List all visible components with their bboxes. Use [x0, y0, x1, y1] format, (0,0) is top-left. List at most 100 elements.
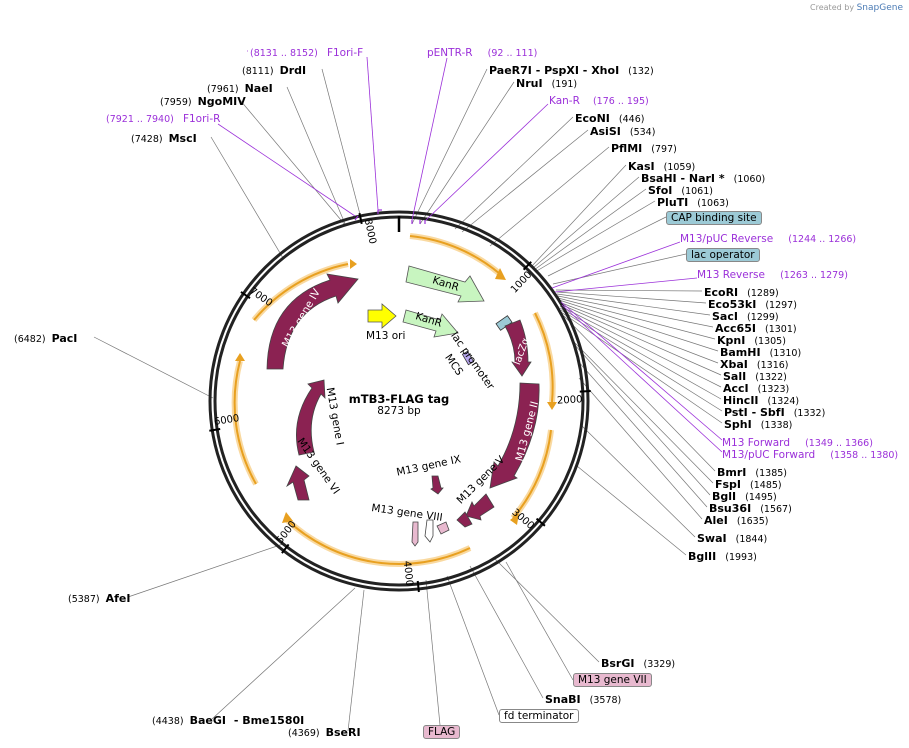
site-leader-line	[559, 307, 722, 400]
plasmid-name: mTB3-FLAG tag	[348, 392, 450, 406]
feature-fd-terminator[interactable]: fd terminator	[499, 709, 579, 723]
site-leader-line	[557, 295, 714, 328]
tick-label: 2000	[556, 394, 583, 407]
primer-pentr-r[interactable]: pENTR-R (92 .. 111)	[427, 47, 538, 59]
primer-m13-puc-forward[interactable]: M13/pUC Forward (1358 .. 1380)	[722, 449, 899, 461]
tick-mark	[281, 543, 290, 554]
enzyme-site-baegi[interactable]: (4438)BaeGI - Bme1580I	[152, 714, 305, 727]
enzyme-site-sali[interactable]: SalI (1322)	[723, 370, 787, 383]
primer-m13-forward[interactable]: M13 Forward (1349 .. 1366)	[722, 437, 873, 449]
enzyme-site-bglii[interactable]: BglII (1993)	[688, 550, 757, 563]
tick-mark	[522, 261, 532, 271]
m13-ori-arrow	[367, 303, 397, 329]
site-leader-line	[556, 291, 707, 304]
enzyme-site-naei[interactable]: (7961)NaeI	[207, 82, 273, 95]
enzyme-site-bsahi[interactable]: BsaHI - NarI * (1060)	[641, 172, 766, 185]
m13-gene-ix-arrow	[430, 475, 444, 495]
enzyme-site-acc65i[interactable]: Acc65I (1301)	[715, 322, 797, 335]
enzyme-site-sphi[interactable]: SphI (1338)	[724, 418, 793, 431]
site-leader-line	[558, 299, 719, 352]
m13-gene-viii-arrow	[424, 519, 434, 543]
site-leader-line	[211, 587, 356, 720]
enzyme-site-pflmi[interactable]: PflMI (797)	[611, 142, 677, 155]
primer-marks	[354, 209, 426, 224]
enzyme-site-paer7i[interactable]: PaeR7I - PspXI - XhoI (132)	[489, 64, 654, 77]
enzyme-site-bamhi[interactable]: BamHI (1310)	[720, 346, 802, 359]
tick-label: 4000	[400, 559, 415, 587]
enzyme-site-kpni[interactable]: KpnI (1305)	[717, 334, 786, 347]
tick-mark	[535, 517, 546, 527]
enzyme-site-econi[interactable]: EcoNI (446)	[575, 112, 645, 125]
brand-credit: Created by SnapGene	[810, 3, 903, 13]
site-leader-line	[469, 565, 544, 699]
lacza-arrow	[504, 319, 532, 377]
feature-leader-line	[547, 216, 667, 277]
enzyme-site-sfoi[interactable]: SfoI (1061)	[648, 184, 713, 197]
enzyme-site-afei[interactable]: (5387)AfeI	[68, 592, 131, 605]
kanr-arrow-outer	[405, 265, 485, 303]
site-leader-line	[454, 116, 574, 230]
snapgene-logo: SnapGene	[856, 3, 903, 13]
enzyme-site-swai[interactable]: SwaI (1844)	[697, 532, 768, 545]
site-leader-line	[321, 68, 363, 223]
enzyme-site-kasi[interactable]: KasI (1059)	[628, 160, 696, 173]
primer-leaders	[217, 50, 723, 453]
enzyme-site-xbai[interactable]: XbaI (1316)	[720, 358, 789, 371]
m13-gene-v-arrow-2	[456, 511, 473, 528]
enzyme-site-snabi[interactable]: SnaBI (3578)	[545, 693, 622, 706]
enzyme-site-acci[interactable]: AccI (1323)	[723, 382, 790, 395]
enzyme-site-ecori[interactable]: EcoRI (1289)	[704, 286, 779, 299]
feature-leader-line	[446, 575, 500, 716]
primer-m13-puc-reverse[interactable]: M13/pUC Reverse (1244 .. 1266)	[680, 233, 857, 245]
tick-mark	[579, 390, 591, 393]
enzyme-site-hincii[interactable]: HincII (1324)	[723, 394, 800, 407]
enzyme-site-pluti[interactable]: PluTI (1063)	[657, 196, 729, 209]
site-leader-line	[571, 339, 714, 484]
enzyme-site-fspi[interactable]: FspI (1485)	[715, 478, 782, 491]
site-leader-line	[210, 136, 284, 259]
feature-leader-line	[552, 253, 687, 285]
enzyme-site-eco53ki[interactable]: Eco53kI (1297)	[708, 298, 797, 311]
enzyme-site-bgli[interactable]: BglI (1495)	[712, 490, 777, 503]
bp-ticks	[209, 212, 591, 593]
m13-gene-i-arrow	[296, 379, 326, 456]
primer-kan-r[interactable]: Kan-R (176 .. 195)	[549, 95, 649, 107]
enzyme-site-alei[interactable]: AleI (1635)	[704, 514, 769, 527]
enzyme-site-ngomiv[interactable]: (7959)NgoMIV	[160, 95, 246, 108]
site-leader-line	[493, 557, 600, 663]
site-leader-line	[560, 311, 723, 424]
feature-flag[interactable]: FLAG	[423, 725, 461, 739]
tick-mark	[240, 291, 251, 300]
feature-leader-line	[505, 561, 574, 681]
primer-f1ori-r[interactable]: (7921 .. 7940) F1ori-R	[106, 113, 221, 125]
enzyme-site-bsrgi[interactable]: BsrGI (3329)	[601, 657, 676, 670]
site-leader-line	[559, 303, 722, 376]
site-leader-line	[461, 129, 589, 233]
enzyme-site-bsu36i[interactable]: Bsu36I (1567)	[709, 502, 792, 515]
enzyme-site-asisi[interactable]: AsiSI (534)	[590, 125, 656, 138]
primer-f1ori-f[interactable]: (8131 .. 8152) F1ori-F	[250, 47, 364, 59]
primer-m13-reverse[interactable]: M13 Reverse (1263 .. 1279)	[697, 269, 848, 281]
enzyme-site-bseri[interactable]: (4369)BseRI	[288, 726, 361, 739]
enzyme-site-bmri[interactable]: BmrI (1385)	[717, 466, 787, 479]
site-leader-line	[93, 336, 214, 399]
enzyme-site-saci[interactable]: SacI (1299)	[712, 310, 779, 323]
m13-gene-v-arrow	[465, 493, 495, 521]
feature-cap-binding-site[interactable]: CAP binding site	[666, 211, 762, 225]
feature-m13-gene-vii[interactable]: M13 gene VII	[573, 673, 652, 687]
enzyme-site-drdi[interactable]: (8111)DrdI	[242, 64, 307, 77]
site-leader-line	[347, 589, 365, 732]
enzyme-site-psti[interactable]: PstI - SbfI (1332)	[724, 406, 826, 419]
enzyme-site-msci[interactable]: (7428)MscI	[131, 132, 197, 145]
backbone-outer-ring	[208, 210, 590, 592]
created-by-text: Created by	[810, 3, 855, 12]
enzyme-site-nrui[interactable]: NruI (191)	[516, 77, 578, 90]
site-leader-line	[559, 305, 722, 388]
enzyme-site-paci[interactable]: (6482)PacI	[14, 332, 78, 345]
feature-lac-operator[interactable]: lac operator	[686, 248, 760, 262]
orf-arrowheads	[235, 259, 557, 525]
site-leader-line	[578, 377, 703, 520]
site-leader-line	[560, 309, 723, 412]
m13-gene-viii-small	[411, 521, 419, 547]
